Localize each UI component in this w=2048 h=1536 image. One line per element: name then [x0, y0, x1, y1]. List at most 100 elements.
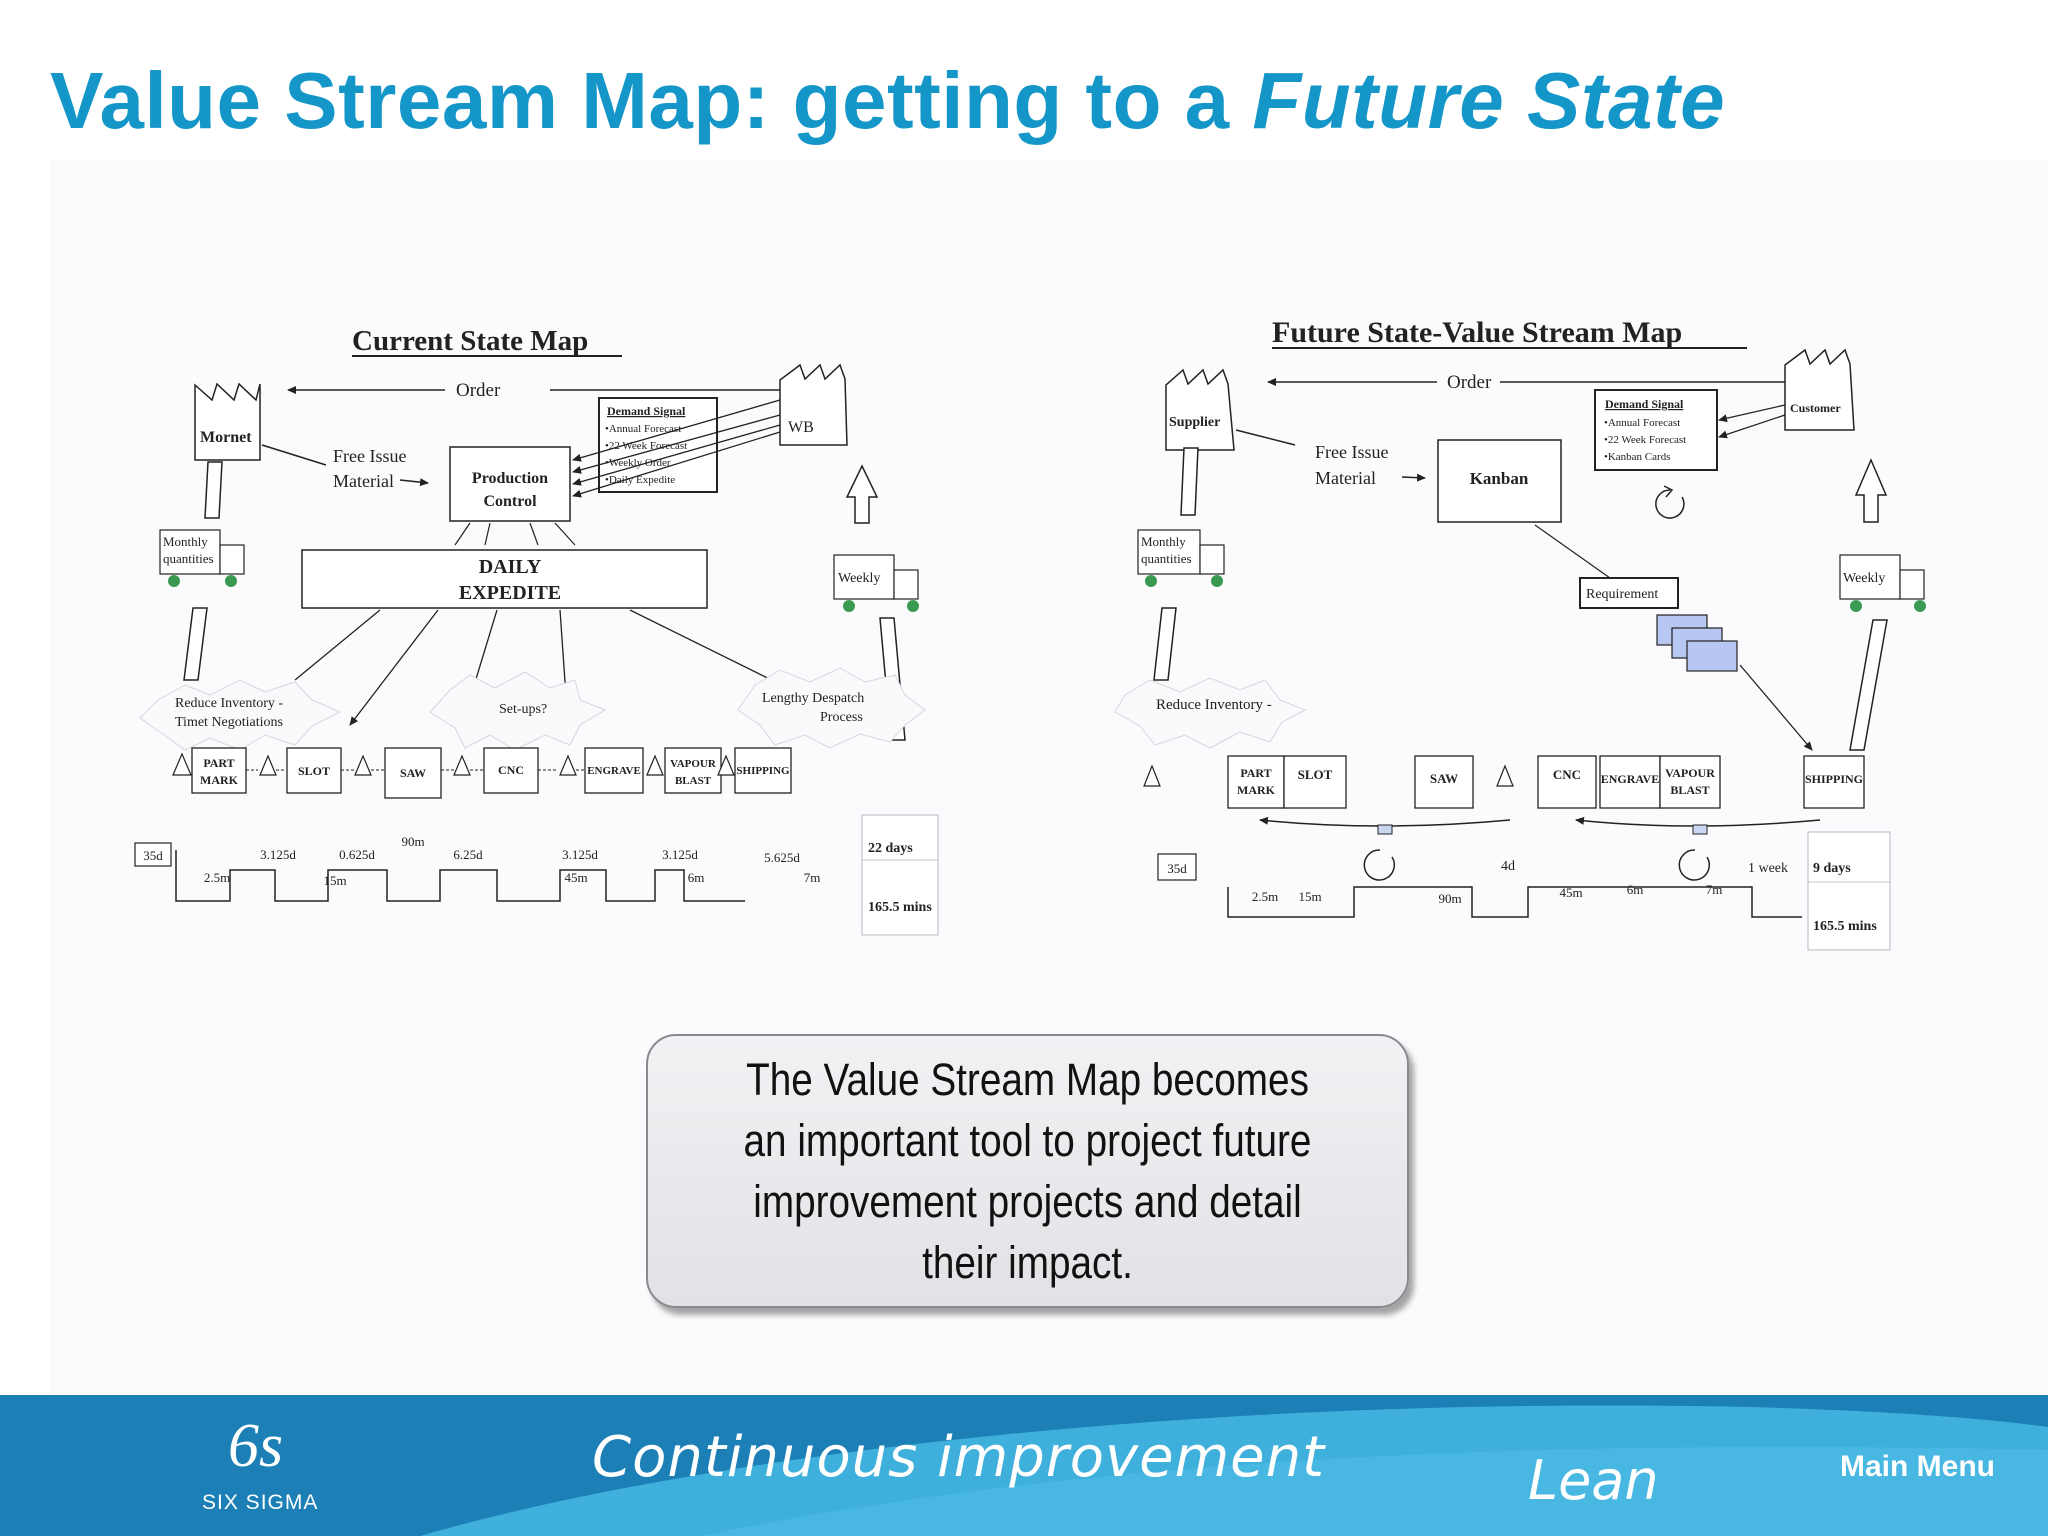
current-map-title: Current State Map — [352, 325, 588, 357]
timeline-top: 1 week — [1748, 861, 1788, 876]
supplier-push-arrow — [1180, 447, 1199, 516]
process-box — [1227, 755, 1285, 809]
process-box — [1414, 755, 1474, 809]
process-time-value: 165.5 mins — [1813, 919, 1877, 934]
process-label: SLOT — [1298, 767, 1333, 782]
process-box — [191, 747, 247, 794]
timeline-bottom: 45m — [564, 870, 587, 885]
process-label: MARK — [200, 773, 239, 787]
six-sigma-logo-mark: 6s — [228, 1412, 284, 1480]
kaizen-burst-reduce-inventory: Reduce Inventory - — [1114, 677, 1307, 749]
timeline-top: 0.625d — [339, 847, 375, 862]
lead-time-value: 9 days — [1813, 861, 1851, 876]
supplier-factory-icon: Supplier — [1165, 368, 1235, 451]
free-issue-label-2: Material — [1315, 468, 1376, 488]
kaizen-burst-reduce-inventory: Reduce Inventory - Timet Negotiations — [139, 679, 342, 751]
production-control-label-2: Control — [483, 493, 537, 510]
timeline-top: 6.25d — [453, 847, 483, 862]
customer-pull-arrow — [1854, 458, 1888, 523]
supplier-push-arrow — [204, 461, 223, 519]
requirement-line — [1534, 524, 1611, 579]
free-issue-label-2: Material — [333, 471, 394, 491]
callout-text: The Value Stream Map becomes an importan… — [743, 1054, 1312, 1288]
supplier-label: Mornet — [200, 429, 252, 446]
demand-signal-title: Demand Signal — [1605, 397, 1684, 411]
kaizen-burst-setups: Set-ups? — [429, 671, 607, 751]
process-label: SHIPPING — [736, 765, 790, 777]
inventory-triangle-icon — [354, 754, 372, 776]
process-box — [664, 747, 722, 794]
timeline-top: 3.125d — [260, 847, 296, 862]
value-stream-map-figures: Current State Map Order Mornet WB Free I… — [134, 316, 1926, 951]
process-label: VAPOUR — [1665, 766, 1715, 780]
demand-signal-item: •22 Week Forecast — [1604, 434, 1686, 446]
kaizen-despatch-text-2: Process — [820, 710, 863, 725]
order-label: Order — [1447, 372, 1492, 393]
future-map-title: Future State-Value Stream Map — [1272, 316, 1682, 349]
process-label: BLAST — [1670, 783, 1709, 797]
process-label: SLOT — [298, 764, 330, 778]
process-label: PART — [1240, 766, 1271, 780]
free-issue-line — [261, 444, 327, 466]
process-time-value: 165.5 mins — [868, 900, 932, 915]
timeline-bottom: 90m — [1438, 891, 1461, 906]
demand-signal-box — [598, 397, 718, 493]
kanban-label: Kanban — [1470, 469, 1529, 488]
information-flow-lines — [572, 399, 781, 498]
footer-wave — [420, 1405, 2048, 1536]
timeline-bottom: 7m — [804, 870, 821, 885]
main-menu-link[interactable]: Main Menu — [1840, 1450, 1995, 1483]
customer-label: WB — [788, 419, 814, 436]
timeline-bottom: 7m — [1706, 882, 1723, 897]
future-state-map: Future State-Value Stream Map Order Supp… — [1114, 316, 1926, 951]
timeline-top: 90m — [401, 834, 424, 849]
inventory-triangle-icon — [646, 754, 664, 776]
requirement-label: Requirement — [1586, 587, 1658, 602]
process-box — [483, 747, 539, 794]
timeline-top: 3.125d — [562, 847, 598, 862]
supplier-factory-icon: Mornet — [194, 382, 261, 461]
demand-signal-item: •Daily Expedite — [605, 474, 675, 486]
process-box — [1283, 755, 1347, 809]
inventory-triangle-icon — [559, 754, 577, 776]
supplier-truck-icon: Monthly quantities — [1137, 529, 1225, 587]
supermarket-loop-icon — [1678, 849, 1711, 881]
weekly-label: Weekly — [1843, 571, 1885, 586]
process-label: SAW — [400, 766, 426, 780]
kaizen-reduce-text-2: Timet Negotiations — [175, 715, 283, 730]
process-label: CNC — [498, 763, 524, 777]
timeline-first-label: 35d — [143, 848, 163, 863]
daily-expedite-box — [301, 549, 708, 609]
slide-title: Value Stream Map: getting to a Future St… — [50, 55, 1725, 147]
timeline-top: 3.125d — [662, 847, 698, 862]
timeline-line — [175, 850, 745, 902]
timeline-top: 5.625d — [764, 850, 800, 865]
process-label: MARK — [1237, 783, 1276, 797]
inventory-triangle-icon — [717, 754, 735, 776]
timeline-start-box — [1157, 853, 1197, 881]
monthly-label-2: quantities — [163, 551, 214, 566]
process-box — [584, 747, 644, 794]
demand-signal-item: •Annual Forecast — [1604, 417, 1680, 429]
customer-pull-arrow — [845, 464, 879, 524]
customer-shipment-arrow — [1849, 619, 1888, 751]
current-timeline: 35d 3.125d 0.625d 90m 6.25d 3.125d 3.125… — [134, 814, 939, 936]
inventory-triangle-icon — [259, 754, 277, 776]
information-flow-line — [1718, 414, 1786, 439]
future-timeline: 35d 4d 1 week 2.5m 15m 90m 45m 6m 7m 9 d… — [1157, 831, 1891, 951]
process-box — [1803, 755, 1865, 809]
timeline-bottom: 15m — [323, 873, 346, 888]
process-label: ENGRAVE — [587, 765, 641, 777]
order-label: Order — [456, 380, 501, 401]
kanban-cards-icon — [1656, 614, 1738, 672]
timeline-bottom: 45m — [1559, 885, 1582, 900]
free-issue-arrow — [399, 478, 429, 487]
production-control-label-1: Production — [472, 470, 548, 487]
supermarket-loop-icon — [1363, 849, 1396, 881]
tagline-lean: Lean — [1528, 1449, 1659, 1512]
customer-truck-icon: Weekly — [1839, 554, 1926, 612]
timeline-bottom: 2.5m — [1252, 889, 1278, 904]
daily-expedite-label-1: DAILY — [479, 556, 542, 578]
kanban-signal-arrow — [1739, 664, 1813, 751]
demand-signal-box — [1594, 389, 1718, 471]
